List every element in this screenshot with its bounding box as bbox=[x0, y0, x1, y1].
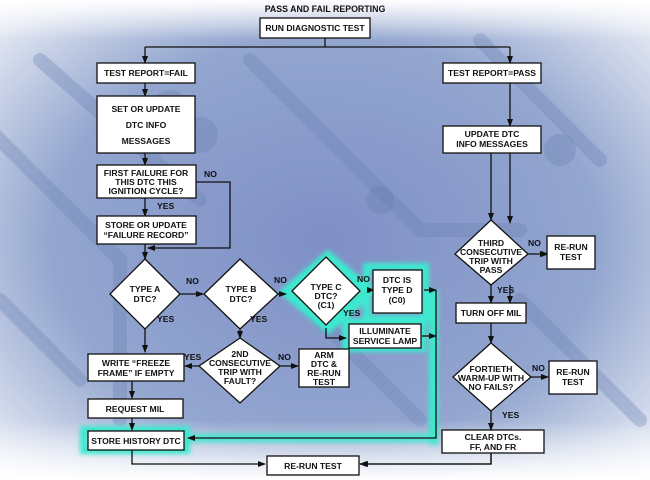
node-label: RE-RUN TEST bbox=[284, 461, 343, 471]
node-label: THIRD bbox=[478, 238, 504, 248]
node-first-failure-decision[interactable]: FIRST FAILURE FOR THIS DTC THIS IGNITION… bbox=[96, 164, 197, 199]
edge-label-first-failure-yes: YES bbox=[157, 201, 174, 211]
node-label: DTC & bbox=[311, 359, 337, 369]
edge-label-fortieth-no: NO bbox=[532, 363, 545, 373]
node-turn-off-mil[interactable]: TURN OFF MIL bbox=[455, 302, 527, 324]
node-request-mil[interactable]: REQUEST MIL bbox=[87, 398, 184, 419]
node-label: RE-RUN bbox=[554, 242, 587, 252]
node-label: TRIP WITH bbox=[469, 256, 513, 266]
node-label: WARM-UP WITH bbox=[458, 373, 524, 383]
node-label: THIS DTC THIS bbox=[115, 177, 177, 187]
node-type-a-decision[interactable]: TYPE A DTC? bbox=[109, 258, 181, 330]
node-type-b-decision[interactable]: TYPE B DTC? bbox=[203, 258, 279, 330]
node-label: INFO MESSAGES bbox=[456, 139, 528, 149]
node-type-c-decision[interactable]: TYPE C DTC? (C1) bbox=[291, 256, 361, 326]
node-label: SET OR UPDATE bbox=[111, 104, 180, 114]
node-dtc-type-d[interactable]: DTC IS TYPE D (C0) bbox=[372, 269, 423, 314]
edge-label-type-c-no: NO bbox=[357, 274, 370, 284]
edge-label-type-b-no: NO bbox=[274, 275, 287, 285]
edge-label-third-trip-yes: YES bbox=[497, 285, 514, 295]
node-label: SERVICE LAMP bbox=[353, 336, 418, 346]
node-test-report-pass[interactable]: TEST REPORT=PASS bbox=[442, 62, 542, 84]
edge-label-type-a-no: NO bbox=[186, 276, 199, 286]
node-update-dtc-info-messages[interactable]: UPDATE DTC INFO MESSAGES bbox=[442, 125, 542, 154]
node-label: TURN OFF MIL bbox=[461, 308, 522, 318]
node-label: “FAILURE RECORD” bbox=[104, 230, 189, 240]
node-label: FRAME” IF EMPTY bbox=[98, 368, 175, 378]
node-label: PASS bbox=[480, 265, 503, 275]
edge-label-first-failure-no: NO bbox=[204, 169, 217, 179]
node-label: FIRST FAILURE FOR bbox=[104, 168, 189, 178]
node-label: (C1) bbox=[318, 300, 335, 310]
node-label: TRIP WITH bbox=[218, 367, 262, 377]
node-rerun-test-fortieth[interactable]: RE-RUN TEST bbox=[548, 360, 598, 395]
node-label: TYPE A bbox=[130, 284, 161, 294]
node-label: TEST bbox=[560, 252, 583, 262]
node-third-trip-decision[interactable]: THIRD CONSECUTIVE TRIP WITH PASS bbox=[454, 219, 529, 286]
node-label: REQUEST MIL bbox=[106, 404, 165, 414]
edge-label-second-trip-yes: YES bbox=[184, 352, 201, 362]
node-label: ARM bbox=[314, 350, 334, 360]
node-run-diagnostic-test[interactable]: RUN DIAGNOSTIC TEST bbox=[259, 17, 371, 39]
node-label: WRITE “FREEZE bbox=[102, 358, 171, 368]
node-illuminate-service-lamp[interactable]: ILLUMINATE SERVICE LAMP bbox=[348, 323, 422, 349]
node-label: DTC? bbox=[315, 291, 338, 301]
edge-label-second-trip-no: NO bbox=[278, 352, 291, 362]
node-label: (C0) bbox=[389, 295, 406, 305]
node-label: TEST bbox=[313, 377, 336, 387]
node-label: CONSECUTIVE bbox=[460, 247, 522, 257]
node-label: FORTIETH bbox=[470, 364, 513, 374]
node-label: STORE OR UPDATE bbox=[105, 220, 187, 230]
node-clear-dtcs[interactable]: CLEAR DTCs. FF, AND FR bbox=[441, 429, 545, 454]
node-label: TEST REPORT=PASS bbox=[448, 68, 536, 78]
edge-label-fortieth-yes: YES bbox=[502, 410, 519, 420]
node-store-history-dtc[interactable]: STORE HISTORY DTC bbox=[87, 430, 185, 451]
node-label: TEST REPORT=FAIL bbox=[104, 68, 188, 78]
node-arm-dtc-rerun[interactable]: ARM DTC & RE-RUN TEST bbox=[298, 348, 350, 388]
node-label: TYPE D bbox=[381, 285, 412, 295]
edge-label-third-trip-no: NO bbox=[528, 238, 541, 248]
node-label: DTC IS bbox=[383, 275, 411, 285]
node-write-freeze-frame[interactable]: WRITE “FREEZE FRAME” IF EMPTY bbox=[87, 353, 185, 382]
node-label: STORE HISTORY DTC bbox=[91, 436, 180, 446]
node-rerun-test-bottom[interactable]: RE-RUN TEST bbox=[266, 455, 360, 476]
node-label: DTC? bbox=[230, 294, 253, 304]
node-label: MESSAGES bbox=[122, 136, 171, 146]
node-label: DTC? bbox=[134, 294, 157, 304]
node-label: TYPE C bbox=[310, 282, 341, 292]
node-set-update-dtc-info[interactable]: SET OR UPDATE DTC INFO MESSAGES bbox=[96, 95, 196, 154]
node-label: CONSECUTIVE bbox=[209, 358, 271, 368]
node-label: ILLUMINATE bbox=[359, 326, 411, 336]
node-label: TEST bbox=[562, 377, 585, 387]
node-label: TYPE B bbox=[225, 284, 256, 294]
node-label: FAULT? bbox=[224, 376, 256, 386]
node-label: RE-RUN bbox=[556, 367, 589, 377]
node-rerun-test-third[interactable]: RE-RUN TEST bbox=[546, 235, 596, 270]
node-label: NO FAILS? bbox=[469, 382, 514, 392]
node-label: DTC INFO bbox=[126, 120, 167, 130]
connector bbox=[360, 453, 492, 467]
node-label: FF, AND FR bbox=[470, 442, 517, 452]
node-label: 2ND bbox=[231, 349, 248, 359]
edge-label-type-b-yes: YES bbox=[250, 314, 267, 324]
node-label: RUN DIAGNOSTIC TEST bbox=[265, 23, 365, 33]
node-test-report-fail[interactable]: TEST REPORT=FAIL bbox=[96, 62, 196, 84]
node-label: CLEAR DTCs. bbox=[465, 432, 522, 442]
edge-label-type-c-yes: YES bbox=[343, 308, 360, 318]
edge-label-type-a-yes: YES bbox=[157, 314, 174, 324]
node-label: RE-RUN bbox=[307, 368, 340, 378]
node-fortieth-warmup-decision[interactable]: FORTIETH WARM-UP WITH NO FAILS? bbox=[452, 342, 533, 412]
node-label: UPDATE DTC bbox=[465, 129, 520, 139]
diagram-title: PASS AND FAIL REPORTING bbox=[265, 4, 386, 14]
node-label: IGNITION CYCLE? bbox=[109, 186, 184, 196]
node-second-trip-decision[interactable]: 2ND CONSECUTIVE TRIP WITH FAULT? bbox=[197, 337, 282, 404]
node-store-failure-record[interactable]: STORE OR UPDATE “FAILURE RECORD” bbox=[96, 215, 197, 245]
